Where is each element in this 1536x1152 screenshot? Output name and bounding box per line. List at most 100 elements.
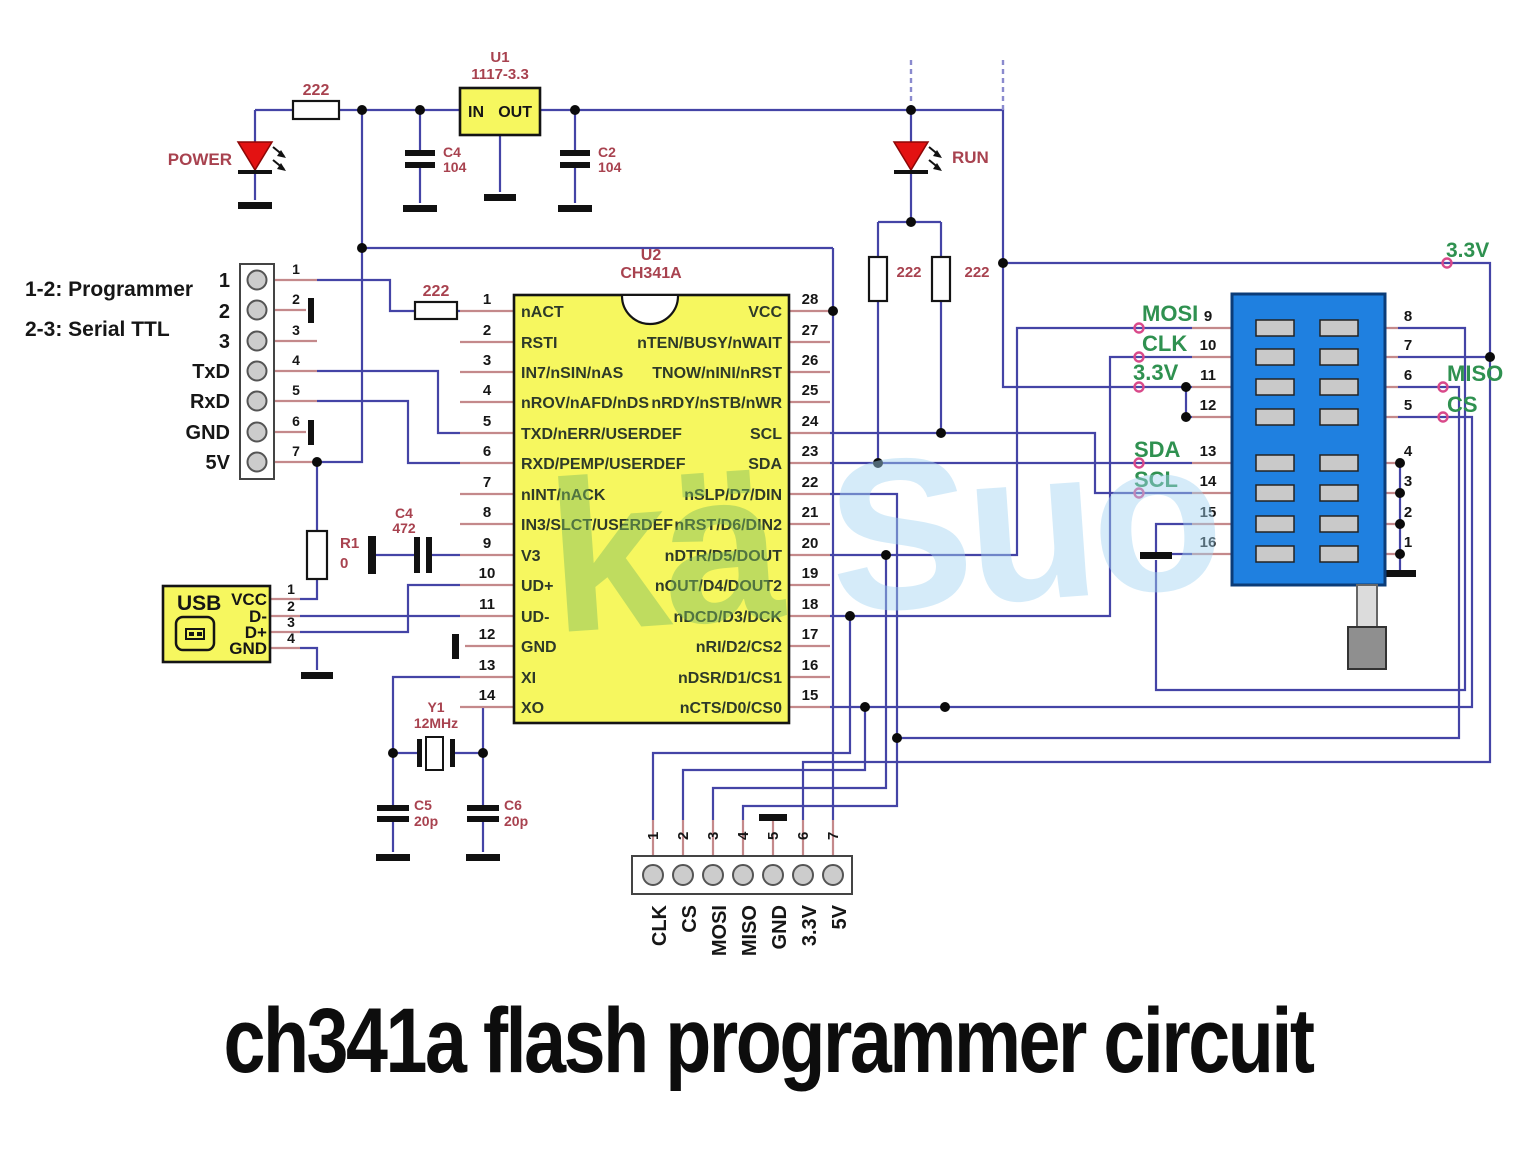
c472-val: 472 [392,520,416,536]
socket-right-pin-number: 7 [1404,337,1412,354]
c2-ref: C2 [598,144,616,160]
u2-left-pin-name: IN3/SLCT/USERDEF [521,517,673,534]
u2-right-pin-number: 26 [802,352,819,369]
socket-left-pin-number: 11 [1200,367,1216,384]
run-led-label: RUN [952,148,989,167]
resistor-222-nact: 222 [413,283,459,321]
c6-val: 20p [504,813,528,829]
usb-pin-number: 2 [287,598,295,614]
usb-pin-number: 4 [287,630,295,646]
spi-header-pin-label: MISO [739,905,761,956]
u1-ref: U1 [490,49,509,66]
u2-left-pin-number: 4 [483,382,492,399]
socket-net-label-cs: CS [1447,392,1478,417]
spi-header-pin-label: MOSI [709,905,731,956]
c5-val: 20p [414,813,438,829]
u2-left-pin-number: 3 [483,352,491,369]
spi-header-pin-number: 2 [675,832,692,840]
resistor-r1: R1 0 [305,529,359,581]
socket-right-pin-number: 3 [1404,473,1412,490]
regulator-u1: U1 1117-3.3 IN OUT [458,49,542,137]
u2-right-pin-number: 28 [802,291,819,308]
u2-left-pin-number: 13 [479,657,496,674]
socket-net-label-clk: CLK [1142,331,1187,356]
u2-left-pin-name: RSTI [521,335,557,352]
watermark-green: kä [540,422,791,679]
socket-right-pin-number: 4 [1404,443,1413,460]
socket-left-pin-number: 15 [1200,504,1217,521]
zif-socket: 9 10 11 12 13 14 15 16 8 7 6 5 4 3 2 1 M… [1133,292,1503,670]
socket-left-pin-number: 9 [1204,308,1212,325]
spi-header-pin-number: 1 [645,832,662,840]
socket-net-label-v33: 3.3V [1133,360,1179,385]
wire-mosi-net [711,326,1192,820]
u2-left-pin-name: GND [521,639,557,656]
u2-right-pin-number: 22 [802,474,819,491]
socket-right-pin-number: 1 [1404,534,1412,551]
serial-row-label: GND [186,422,230,444]
chip-u2-ch341a: U2 CH341A 1 2 3 4 5 6 7 8 9 10 11 12 13 … [479,247,819,725]
u2-left-pin-name: IN7/nSIN/nAS [521,365,624,382]
capacitor-c6: C6 20p [467,797,528,829]
serial-row-label: TxD [192,361,230,383]
u2-right-pin-number: 21 [802,504,819,521]
u2-left-pin-number: 12 [479,626,496,643]
c4-ref: C4 [443,144,461,160]
wire-cs-net [681,415,1474,820]
usb-pin-label: GND [229,639,267,658]
u2-left-pin-number: 2 [483,322,491,339]
serial-connector: 1 2 3 TxD RxD GND 5V 1 2 3 4 5 6 7 [186,261,300,480]
run-led: RUN [892,141,989,174]
spi-header-pin-number: 7 [825,832,842,840]
socket-left-pin-number: 13 [1200,443,1217,460]
c472-ref: C4 [395,505,413,521]
socket-right-pin-number: 8 [1404,308,1412,325]
c4-val: 104 [443,159,467,175]
wire-power-led [253,110,577,203]
u2-right-pin-name: nRST/D6/DIN2 [674,517,782,534]
u2-right-pin-number: 19 [802,565,819,582]
spi-header-pin-label: CS [679,905,701,933]
socket-left-pin-number: 16 [1200,534,1217,551]
u2-right-pin-number: 23 [802,443,819,460]
serial-pin-number: 4 [292,352,300,368]
page-title: ch341a flash programmer circuit [223,989,1314,1092]
y1-ref: Y1 [427,699,444,715]
u2-right-pin-name: nDSR/D1/CS1 [678,670,782,687]
power-led: POWER [168,141,286,174]
usb-pin-label: D+ [245,623,267,642]
socket-left-pin-number: 14 [1200,473,1217,490]
r1-ref: R1 [340,535,359,552]
c6-ref: C6 [504,797,522,813]
serial-pin-number: 3 [292,322,300,338]
socket-right-pin-number: 6 [1404,367,1412,384]
zif-socket-pads [1255,319,1359,563]
u2-right-pin-name: VCC [748,304,782,321]
u2-left-pin-name: TXD/nERR/USERDEF [521,426,682,443]
serial-pin-number: 1 [292,261,300,277]
u2-left-pin-number: 10 [479,565,496,582]
u2-left-pin-name: XO [521,700,544,717]
u2-right-pin-number: 18 [802,596,819,613]
u2-right-pin-name: nDTR/D5/DOUT [665,548,783,565]
u2-right-pin-name: nOUT/D4/DOUT2 [655,578,782,595]
serial-pin-number: 5 [292,382,300,398]
socket-net-label-miso: MISO [1447,361,1503,386]
u2-left-pin-number: 1 [483,291,491,308]
u2-right-pin-name: nCTS/D0/CS0 [680,700,782,717]
u2-part: CH341A [620,265,682,282]
usb-connector: USB VCC D- D+ GND 1 2 3 4 [161,581,295,664]
zif-socket-lever [1347,584,1387,670]
crystal-y1: Y1 12MHz [414,699,458,771]
u2-left-pin-name: nINT/nACK [521,487,606,504]
u2-right-pin-number: 17 [802,626,819,643]
u2-left-pin-name: nROV/nAFD/nDS [521,395,649,412]
usb-pin-number: 3 [287,614,295,630]
junction-dots [312,105,1495,758]
u2-right-pin-name: nRDY/nSTB/nWR [651,395,782,412]
u2-left-pin-number: 8 [483,504,491,521]
c2-val: 104 [598,159,622,175]
capacitor-c472: C4 472 [392,505,432,573]
